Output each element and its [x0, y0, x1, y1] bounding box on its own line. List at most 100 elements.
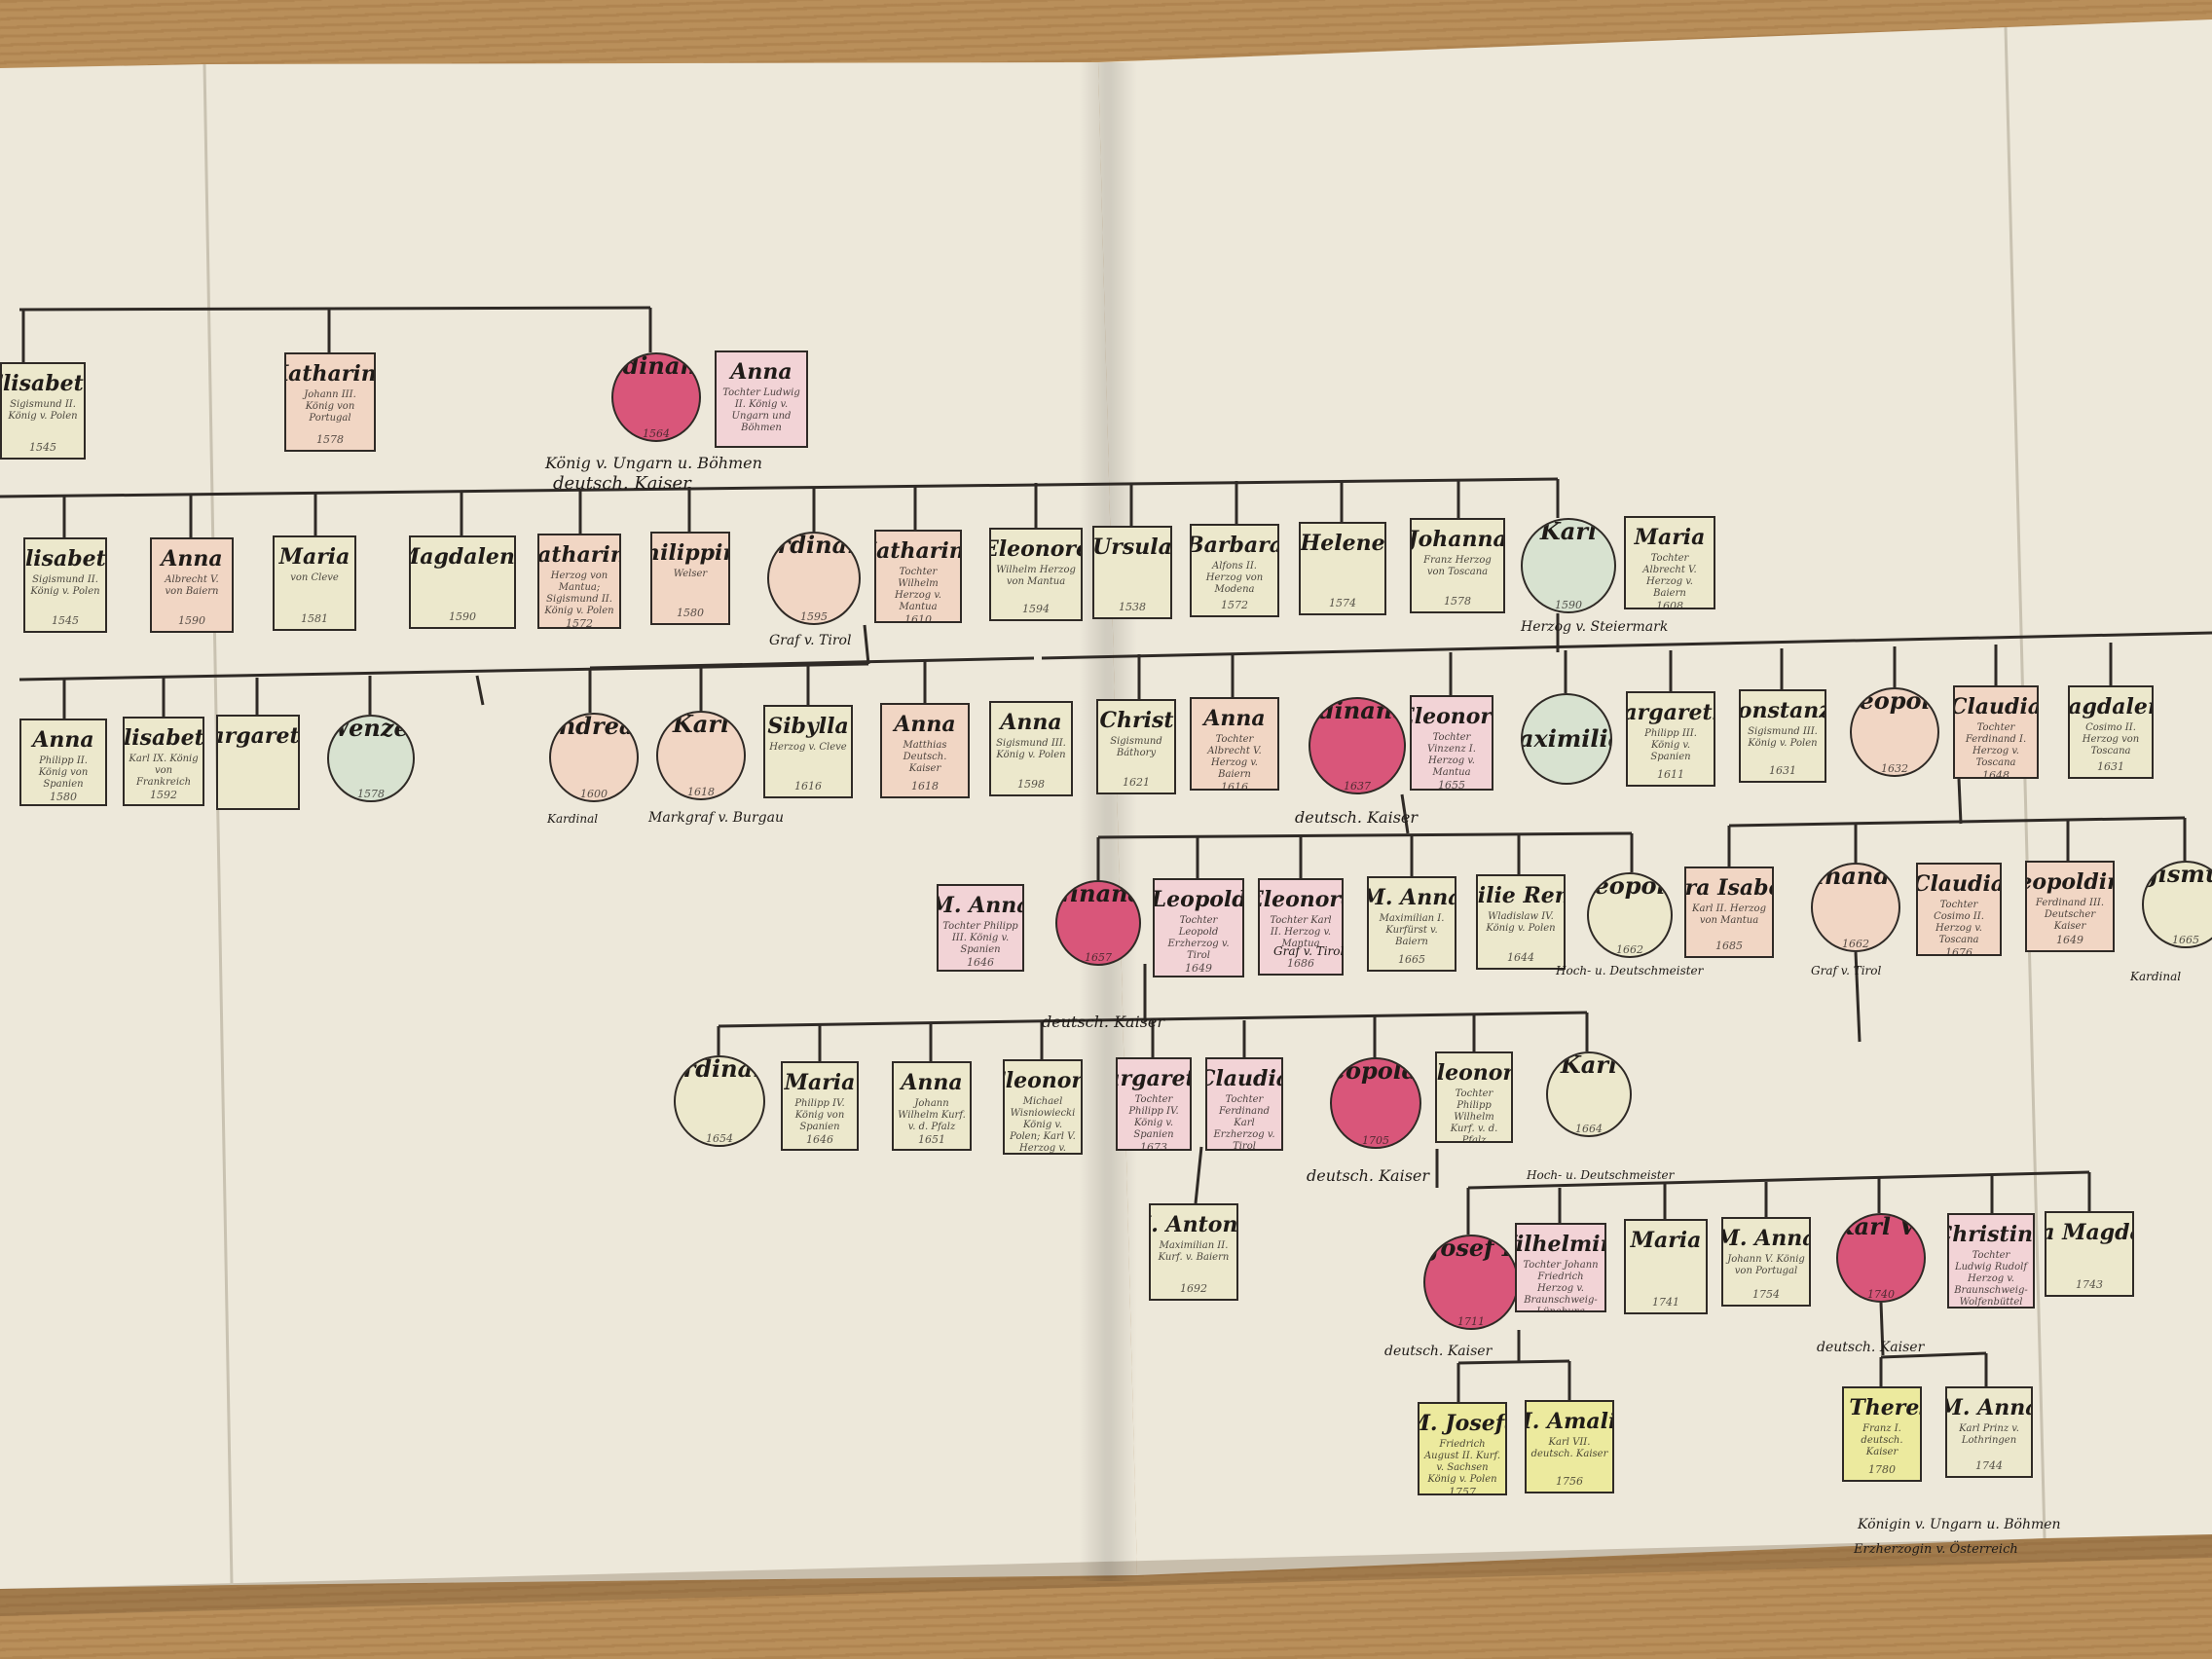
- person-year: 1608: [1656, 600, 1683, 609]
- person-year: 1574: [1329, 597, 1356, 609]
- tree-connector-line: [1957, 778, 1963, 825]
- person-note: Tochter Ludwig Rudolf Herzog v. Braunsch…: [1954, 1250, 2028, 1308]
- tree-connector-line: [1457, 1359, 1570, 1365]
- person-name: Sibylla: [767, 714, 849, 739]
- person-name: Philippine: [652, 540, 728, 566]
- person-name: Maria: [1630, 1228, 1702, 1253]
- person-box: ElisabethSigismund II. König v. Polen154…: [0, 362, 86, 460]
- person-year: 1665: [1398, 953, 1425, 966]
- person-year: 1578: [1444, 595, 1471, 608]
- person-note: Alfons II. Herzog von Modena: [1205, 561, 1264, 595]
- person-year: 1685: [1715, 940, 1743, 952]
- person-name: Ursula: [1092, 535, 1172, 560]
- person-name: Maria Magdalena: [2046, 1220, 2132, 1245]
- tree-connector-line: [18, 306, 651, 312]
- person-year: 1594: [1022, 603, 1050, 615]
- person-year: 1692: [1180, 1282, 1207, 1295]
- person-year: 1590: [178, 614, 205, 627]
- person-note: Welser: [673, 569, 708, 579]
- person-year: 1578: [316, 433, 344, 446]
- tree-connector-line: [0, 477, 1559, 498]
- person-year: 1649: [1185, 962, 1212, 975]
- person-name: Johanna: [1410, 527, 1505, 552]
- person-year: 1592: [150, 789, 177, 801]
- person-year: 1744: [1975, 1459, 2003, 1472]
- person-note: Tochter Cosimo II. Herzog v. Toscana: [1934, 900, 1984, 945]
- person-circle: Leopold 1632: [1850, 687, 1939, 777]
- person-note: Philipp III. König v. Spanien: [1644, 728, 1697, 762]
- title-caption: Graf v. Tirol: [769, 633, 852, 648]
- person-name: Eleonore: [1436, 1060, 1513, 1086]
- person-name: Claudia: [1953, 694, 2039, 719]
- person-year: 1662: [1616, 943, 1643, 956]
- person-name: Cäcilie Renata: [1477, 883, 1566, 908]
- person-name: Anna: [161, 546, 223, 571]
- person-note: Tochter Leopold Erzherzog v. Tirol: [1167, 915, 1230, 961]
- person-note: Tochter Philipp III. König v. Spanien: [942, 921, 1018, 955]
- person-circle: Ferdinand III1657: [1055, 880, 1141, 966]
- person-name: Maximilian: [1523, 724, 1610, 753]
- person-name: Karl: [672, 711, 730, 738]
- person-name: Karl: [1539, 518, 1598, 545]
- person-box: MargarethaPhilipp III. König v. Spanien1…: [1626, 691, 1715, 787]
- person-year: 1632: [1881, 762, 1908, 775]
- person-year: 1631: [2097, 760, 2124, 773]
- person-name: Josef I: [1428, 1235, 1514, 1262]
- person-name: Claudia: [1916, 871, 2002, 897]
- person-note: Tochter Philipp Wilhelm Kurf. v. d. Pfal…: [1450, 1088, 1498, 1143]
- title-caption: Graf v. Tirol: [1273, 944, 1345, 958]
- tree-connector-line: [18, 662, 869, 682]
- person-name: Maria: [784, 1070, 856, 1095]
- person-year: 1646: [806, 1133, 833, 1146]
- person-note: Tochter Ferdinand Karl Erzherzog v. Tiro…: [1213, 1094, 1275, 1151]
- title-caption: Erzherzogin v. Österreich: [1854, 1542, 2018, 1557]
- person-note: Franz Herzog von Toscana: [1423, 555, 1492, 577]
- title-caption: deutsch. Kaiser: [1817, 1340, 1925, 1355]
- person-year: 1676: [1945, 946, 1972, 956]
- person-name: M. Amalia: [1527, 1409, 1612, 1434]
- person-box: M. LeopoldineTochter Leopold Erzherzog v…: [1153, 878, 1244, 977]
- person-name: Leopold: [1852, 687, 1937, 715]
- person-name: Elisabeth: [24, 546, 106, 571]
- person-note: Maximilian II. Kurf. v. Baiern: [1158, 1240, 1230, 1263]
- person-note: Albrecht V. von Baiern: [165, 574, 219, 597]
- title-caption: deutsch. Kaiser: [1295, 808, 1419, 827]
- tree-connector-line: [1728, 816, 2186, 828]
- person-year: 1646: [967, 956, 994, 969]
- person-name: Christina: [1949, 1222, 2034, 1247]
- person-note: Tochter Ludwig II. König v. Ungarn und B…: [722, 387, 800, 433]
- person-year: 1538: [1119, 601, 1146, 613]
- person-box: EleonoreTochter Philipp Wilhelm Kurf. v.…: [1435, 1051, 1513, 1143]
- person-circle: Sigismund1665: [2142, 861, 2212, 948]
- person-note: Karl II. Herzog von Mantua: [1692, 903, 1766, 926]
- person-year: 1648: [1982, 769, 2009, 779]
- person-year: 1644: [1507, 951, 1534, 964]
- tree-connector-line: [1194, 1146, 1203, 1204]
- person-name: Anna: [894, 712, 956, 737]
- person-name: Eleonore: [991, 536, 1081, 562]
- person-box: Cäcilie RenataWladislaw IV. König v. Pol…: [1476, 874, 1566, 970]
- title-caption: Hoch- u. Deutschmeister: [1556, 964, 1704, 977]
- right-fold: [2004, 26, 2046, 1539]
- person-box: ConstanzeSigismund III. König v. Polen16…: [1739, 689, 1826, 783]
- person-name: Anna: [901, 1070, 963, 1095]
- person-name: M. Theresia: [1844, 1395, 1920, 1420]
- person-box: ChristinaTochter Ludwig Rudolf Herzog v.…: [1947, 1213, 2035, 1309]
- person-box: Clara IsabellaKarl II. Herzog von Mantua…: [1684, 866, 1774, 958]
